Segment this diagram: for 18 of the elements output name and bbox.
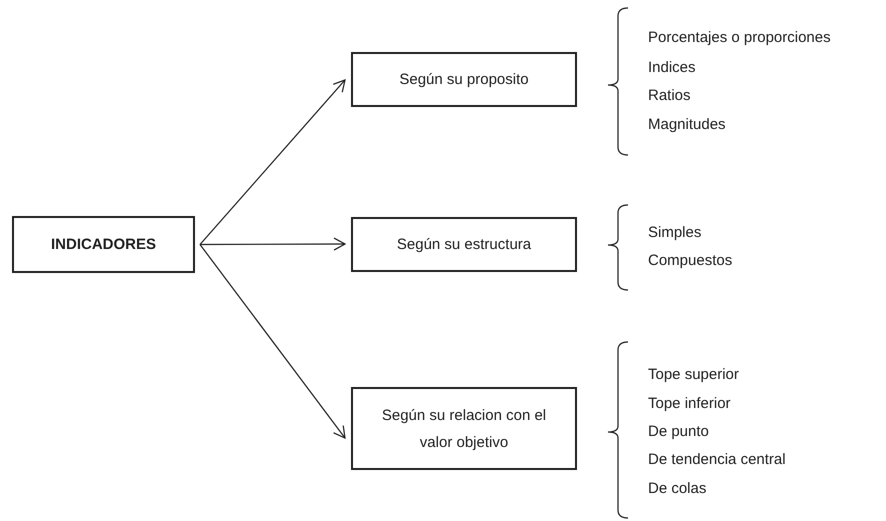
list-item: Porcentajes o proporciones [648,28,831,48]
category-box: Según su estructura [351,217,577,272]
arrow [200,79,346,245]
list-item: De punto [648,422,709,442]
list-item: Simples [648,223,702,243]
list-item: De colas [648,479,706,499]
list-item: Tope inferior [648,394,731,414]
arrow [200,237,346,251]
list-item: Compuestos [648,251,732,271]
category-box: Según su proposito [351,52,577,107]
category-box: Según su relacion con el valor objetivo [351,387,577,470]
arrow [200,244,346,439]
list-item: Ratios [648,86,691,106]
list-item: Indices [648,58,696,78]
list-item: Tope superior [648,365,739,385]
list-item: Magnitudes [648,115,726,135]
list-item: De tendencia central [648,450,786,470]
category-box: INDICADORES [12,216,195,273]
